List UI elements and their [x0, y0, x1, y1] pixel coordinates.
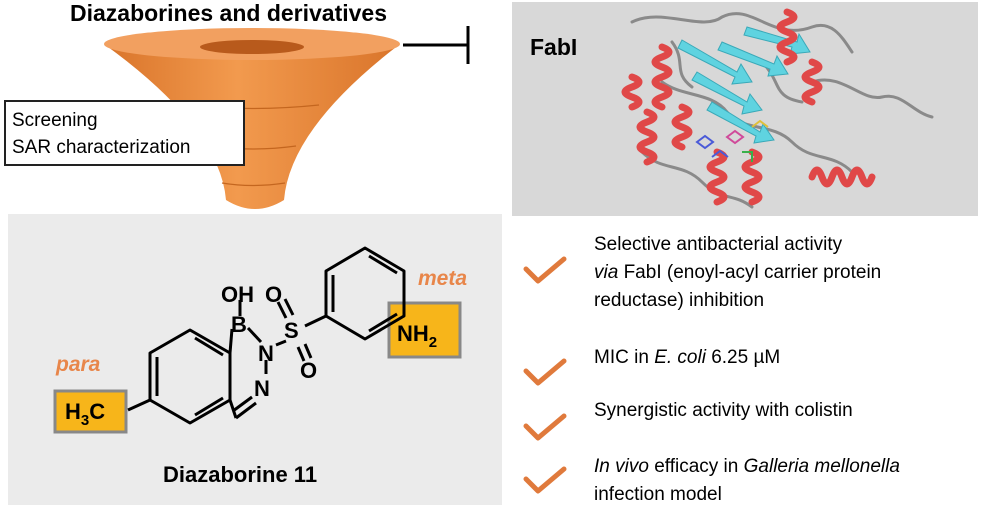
- boron-atom: B: [231, 312, 247, 337]
- feature-text: efficacy in: [648, 456, 744, 477]
- check-icon: [523, 466, 567, 494]
- feature-line: via FabI (enoyl-acyl carrier protein: [594, 259, 881, 287]
- meta-highlight: [387, 301, 462, 359]
- feature-item: Selective antibacterial activity via FabI…: [594, 231, 881, 315]
- para-highlight: [53, 389, 128, 434]
- molecule-name: Diazaborine 11: [163, 462, 318, 487]
- feature-line: reductase) inhibition: [594, 287, 881, 315]
- funnel-ring: [221, 182, 286, 187]
- feature-line: Synergistic activity with colistin: [594, 397, 853, 425]
- funnel-body: [104, 44, 400, 209]
- oxygen-atom-2: O: [300, 358, 317, 383]
- fabi-label: FabI: [530, 34, 578, 60]
- protein-structure-panel: [512, 2, 978, 216]
- diazaborine-structure: OH B N N S O O NH2 H3C para meta: [53, 246, 467, 434]
- feature-text: infection model: [594, 484, 722, 505]
- feature-text: reductase) inhibition: [594, 290, 765, 311]
- feature-line: MIC in E. coli 6.25 µM: [594, 344, 780, 372]
- feature-text: Galleria mellonella: [743, 456, 900, 477]
- check-icon: [523, 358, 567, 386]
- screening-box: Screening SAR characterization: [4, 100, 245, 166]
- feature-item: Synergistic activity with colistin: [594, 397, 853, 425]
- sulfur-atom: S: [284, 318, 299, 343]
- feature-line: In vivo efficacy in Galleria mellonella: [594, 453, 900, 481]
- screening-funnel: [104, 26, 470, 209]
- feature-line: infection model: [594, 481, 900, 509]
- para-label: para: [55, 353, 101, 376]
- check-icon: [523, 413, 567, 441]
- feature-text: 6.25 µM: [705, 347, 781, 368]
- feature-line: Selective antibacterial activity: [594, 231, 881, 259]
- oxygen-atom-1: O: [265, 282, 282, 307]
- feature-text: Selective antibacterial activity: [594, 234, 843, 255]
- feature-text: In vivo: [594, 456, 649, 477]
- nitrogen-atom-2: N: [254, 376, 270, 401]
- feature-text: FabI (enoyl-acyl carrier protein: [618, 262, 882, 283]
- check-icon: [523, 256, 567, 284]
- amine-group: NH2: [397, 321, 437, 351]
- nitrogen-atom-1: N: [258, 341, 274, 366]
- feature-item: In vivo efficacy in Galleria mellonella i…: [594, 453, 900, 509]
- feature-item: MIC in E. coli 6.25 µM: [594, 344, 780, 372]
- molecule-panel: [8, 214, 502, 505]
- screening-line: Screening: [12, 110, 98, 131]
- meta-label: meta: [418, 267, 467, 290]
- feature-text: MIC in: [594, 347, 655, 368]
- feature-text: Synergistic activity with colistin: [594, 400, 853, 421]
- hydroxyl-label: OH: [221, 282, 254, 307]
- feature-text: E. coli: [654, 347, 706, 368]
- methyl-group: H3C: [65, 399, 105, 429]
- sar-line: SAR characterization: [12, 137, 191, 158]
- funnel-opening: [200, 40, 304, 54]
- page-title: Diazaborines and derivatives: [70, 0, 388, 26]
- feature-text: via: [594, 262, 619, 283]
- fabi-ribbon-structure: [621, 8, 934, 209]
